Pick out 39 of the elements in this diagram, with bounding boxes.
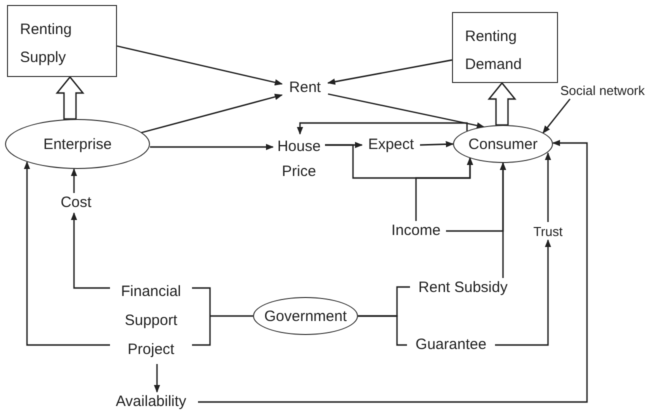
node-label: Enterprise: [43, 136, 112, 152]
arrow: [198, 140, 588, 403]
arrow: [116, 45, 283, 86]
rect-node: [452, 12, 558, 83]
arrow: [154, 364, 160, 393]
connector-line: [358, 315, 407, 346]
node-label: Consumer: [468, 136, 538, 152]
ellipse-node: [453, 125, 553, 163]
node-label: Renting Demand: [465, 27, 523, 75]
arrow: [420, 141, 454, 148]
brace-connector: [191, 287, 254, 346]
node-label: Trust: [528, 222, 568, 240]
arrow: [70, 212, 110, 289]
arrow: [542, 98, 571, 134]
node-label: House Price: [273, 134, 325, 180]
arrow: [495, 239, 552, 346]
node-label: Availability: [104, 392, 198, 412]
arrow: [150, 144, 274, 150]
arrow: [500, 162, 506, 278]
arrow: [544, 152, 552, 222]
arrow: [24, 161, 110, 346]
node-label: Guarantee: [407, 335, 495, 355]
arrow: [70, 168, 78, 193]
node-label: Social network: [553, 81, 652, 99]
node-label: Expect: [362, 135, 420, 155]
block-arrow: [488, 82, 516, 126]
arrow: [296, 122, 468, 135]
node-label: Cost: [56, 193, 96, 213]
node-label: Rent: [282, 78, 328, 98]
arrow: [327, 59, 452, 85]
block-arrow: [56, 76, 84, 120]
arrow: [415, 157, 474, 221]
arrow: [140, 94, 283, 134]
node-label: Income: [386, 221, 446, 241]
node-label: Government: [264, 308, 347, 324]
node-label: Financial Support Project: [110, 277, 192, 364]
node-label: Rent Subsidy: [410, 278, 516, 298]
rect-node: [7, 5, 117, 77]
node-label: Renting Supply: [20, 20, 73, 68]
